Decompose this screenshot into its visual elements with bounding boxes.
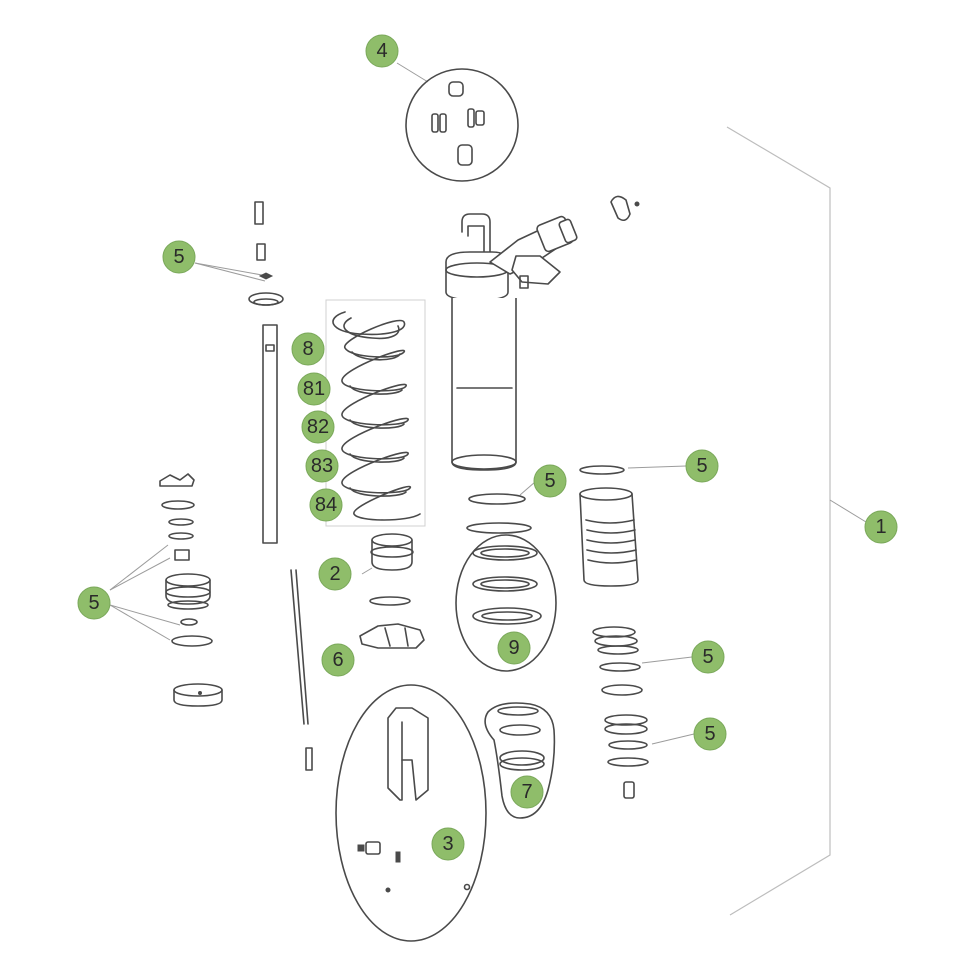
part-4-hardware-group [405, 68, 519, 182]
callout-6: 6 [321, 643, 355, 677]
callout-5-right-bottom: 5 [693, 717, 727, 751]
coil-spring [325, 299, 426, 527]
callout-83: 83 [305, 449, 339, 483]
callout-5-left-stack: 5 [77, 586, 111, 620]
svg-text:6: 6 [332, 649, 343, 671]
assembly-bracket [726, 126, 867, 916]
svg-text:2: 2 [329, 563, 340, 585]
svg-text:3: 3 [442, 833, 453, 855]
callout-3: 3 [431, 827, 465, 861]
svg-text:83: 83 [311, 455, 333, 477]
callout-5-shaft-top: 5 [162, 240, 196, 274]
callout-5-right-top: 5 [685, 449, 719, 483]
svg-text:5: 5 [173, 246, 184, 268]
svg-text:8: 8 [302, 338, 313, 360]
svg-text:9: 9 [508, 637, 519, 659]
callout-5-piston-top: 5 [533, 464, 567, 498]
callout-84: 84 [309, 488, 343, 522]
callout-81: 81 [297, 372, 331, 406]
shaft-assembly [248, 201, 313, 771]
svg-text:5: 5 [702, 646, 713, 668]
part-2-bump-stop [369, 533, 414, 606]
leader-lines [109, 62, 695, 745]
svg-text:5: 5 [704, 723, 715, 745]
callout-1: 1 [864, 510, 898, 544]
part-3-clevis-group [335, 684, 487, 942]
callout-5-right-middle: 5 [691, 640, 725, 674]
left-parts-stack [159, 473, 223, 707]
callout-8: 8 [291, 332, 325, 366]
svg-text:4: 4 [376, 40, 387, 62]
callout-9: 9 [497, 631, 531, 665]
right-parts-stack [579, 465, 649, 799]
part-6-cap [359, 623, 425, 649]
part-9-piston-group [455, 493, 557, 672]
svg-text:81: 81 [303, 378, 325, 400]
callout-7: 7 [510, 775, 544, 809]
svg-text:82: 82 [307, 416, 329, 438]
callout-4: 4 [365, 34, 399, 68]
svg-text:84: 84 [315, 494, 337, 516]
callout-82: 82 [301, 410, 335, 444]
svg-text:5: 5 [88, 592, 99, 614]
damper-body [445, 195, 640, 471]
part-7-valve-group [484, 702, 556, 819]
svg-text:1: 1 [875, 516, 886, 538]
svg-text:5: 5 [544, 470, 555, 492]
callout-2: 2 [318, 557, 352, 591]
svg-text:7: 7 [521, 781, 532, 803]
svg-text:5: 5 [696, 455, 707, 477]
